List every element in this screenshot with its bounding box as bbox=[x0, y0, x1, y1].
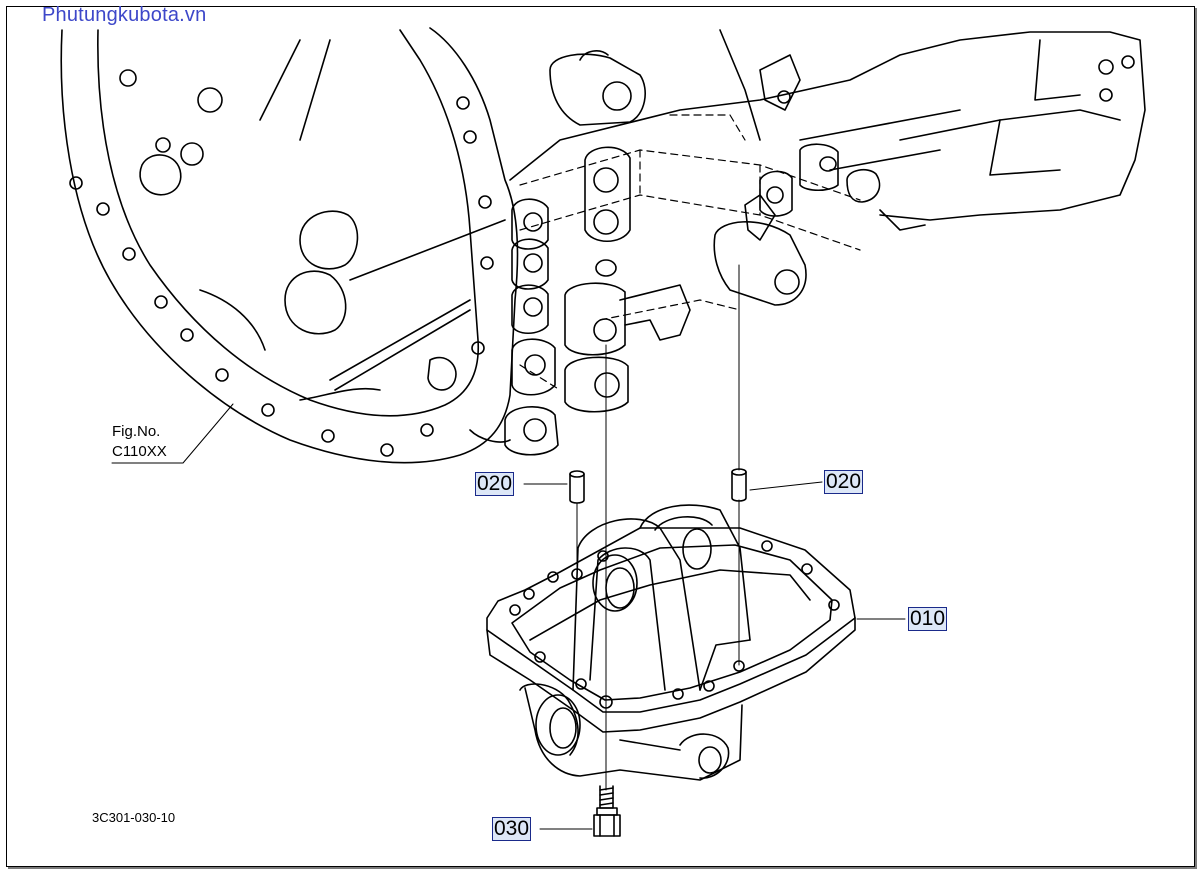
dowel-pin-left bbox=[569, 470, 585, 504]
transmission-case-housing bbox=[60, 27, 1146, 464]
figure-reference: Fig.No. C110XX bbox=[112, 422, 167, 462]
callout-010[interactable]: 010 bbox=[908, 607, 948, 631]
drawing-code: 3C301-030-10 bbox=[92, 810, 176, 825]
callout-030[interactable]: 030 bbox=[492, 817, 532, 841]
dowel-pin-right bbox=[731, 468, 747, 502]
mounting-bracket bbox=[486, 504, 856, 781]
callout-020-left[interactable]: 020 bbox=[475, 472, 515, 496]
bolt-with-washer bbox=[593, 785, 621, 837]
callout-020-right[interactable]: 020 bbox=[824, 470, 864, 494]
drawing-frame bbox=[6, 6, 1195, 867]
callout-leaders bbox=[111, 403, 906, 830]
site-watermark: Phutungkubota.vn bbox=[42, 4, 207, 26]
figure-reference-label: Fig.No. bbox=[112, 423, 161, 440]
figure-reference-number: C110XX bbox=[112, 443, 167, 460]
